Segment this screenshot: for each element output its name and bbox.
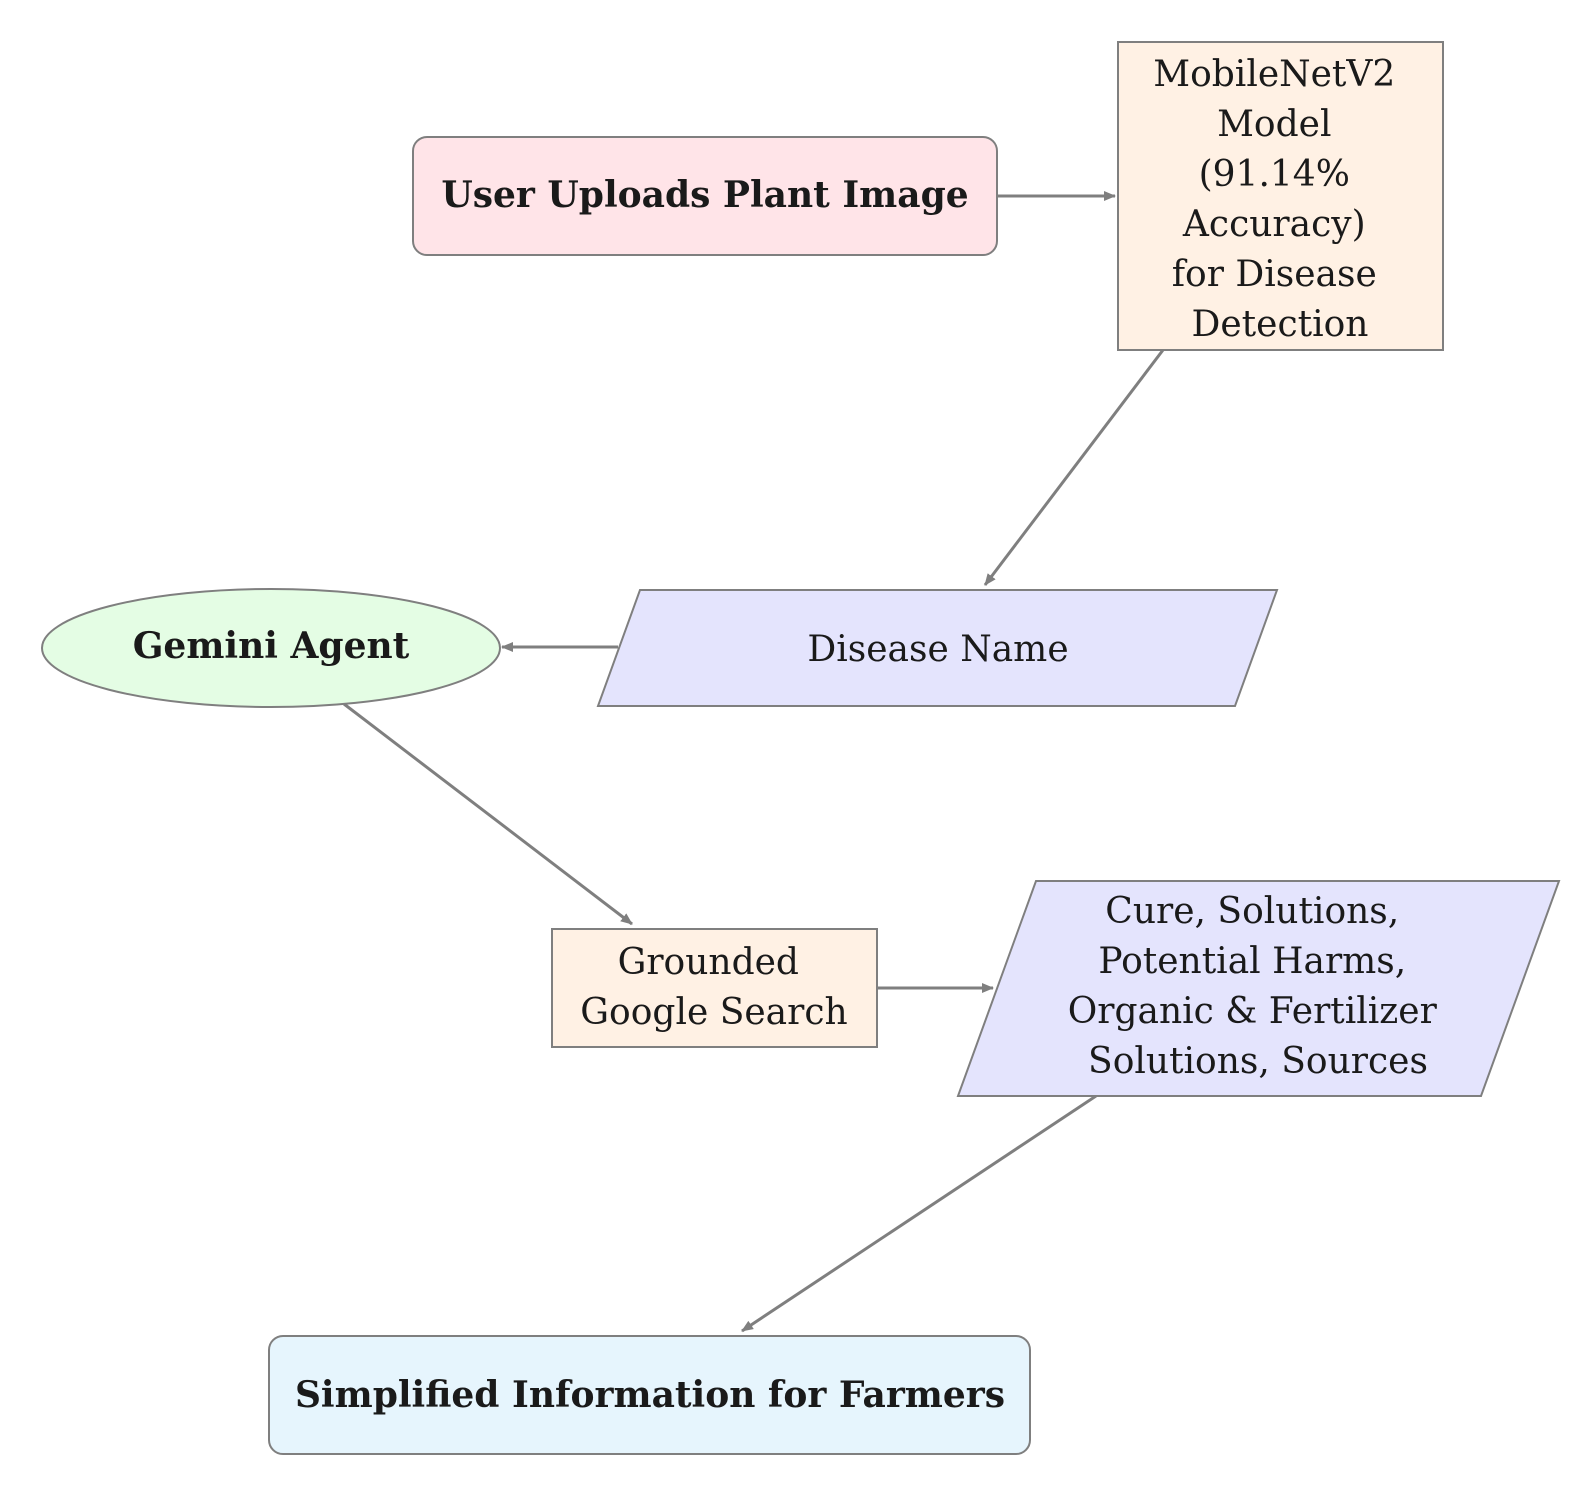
node-search: Grounded Google Search: [551, 928, 878, 1048]
node-disease-name: Disease Name: [596, 589, 1279, 707]
node-results: Cure, Solutions, Potential Harms, Organi…: [956, 880, 1561, 1097]
svg-text:Simplified Information for Far: Simplified Information for Farmers: [295, 1374, 1005, 1416]
node-disease-name-label: Disease Name: [807, 629, 1068, 670]
edge-model-to-disease-name: [983, 349, 1165, 586]
svg-text:MobileNetV2 Model: MobileNetV2 Model (91.14% Accuracy) for …: [1153, 54, 1407, 345]
node-gemini-label: Gemini Agent: [133, 625, 410, 667]
node-upload: User Uploads Plant Image: [412, 136, 998, 256]
node-disease-name-shape: [596, 589, 1279, 707]
node-results-shape: [956, 880, 1561, 1097]
svg-text:User Uploads Plant Image: User Uploads Plant Image: [441, 174, 968, 216]
node-output-label: Simplified Information for Farmers: [295, 1374, 1005, 1416]
edges: [343, 191, 1165, 1333]
node-results-line-2: Potential Harms,: [1098, 941, 1406, 982]
node-search-line-2: Google Search: [580, 992, 847, 1033]
svg-text:Gemini Agent: Gemini Agent: [133, 625, 410, 667]
node-model-line-3: (91.14%: [1199, 154, 1350, 195]
node-model-line-6: Detection: [1192, 304, 1369, 345]
node-gemini-shape: [41, 588, 501, 708]
node-search-line-1: Grounded: [618, 942, 799, 983]
svg-text:Disease Name: Disease Name: [807, 629, 1068, 670]
node-output-shape: [268, 1335, 1031, 1455]
node-search-shape: [551, 928, 878, 1048]
node-model-line-5: for Disease: [1172, 254, 1377, 295]
node-results-line-3: Organic & Fertilizer: [1068, 991, 1438, 1032]
node-model-line-4: Accuracy): [1182, 204, 1366, 245]
node-results-line-4: Solutions, Sources: [1088, 1041, 1428, 1082]
svg-text:Grounded Google Search: Grounded Google Search: [580, 942, 847, 1033]
edge-results-to-output: [741, 1094, 1097, 1333]
edge-gemini-to-search: [343, 702, 633, 926]
svg-text:Cure, Solutions, Potenti: Cure, Solutions, Potential Harms, Organi…: [1068, 891, 1449, 1082]
node-model-line-1: MobileNetV2: [1153, 54, 1395, 95]
node-upload-label: User Uploads Plant Image: [441, 174, 968, 216]
node-upload-shape: [412, 136, 998, 256]
node-model-line-2: Model: [1217, 104, 1331, 145]
node-model-shape: [1117, 41, 1444, 351]
node-model: MobileNetV2 Model (91.14% Accuracy) for …: [1117, 41, 1444, 351]
node-output: Simplified Information for Farmers: [268, 1335, 1031, 1455]
node-gemini: Gemini Agent: [41, 588, 501, 708]
node-results-line-1: Cure, Solutions,: [1105, 891, 1399, 932]
